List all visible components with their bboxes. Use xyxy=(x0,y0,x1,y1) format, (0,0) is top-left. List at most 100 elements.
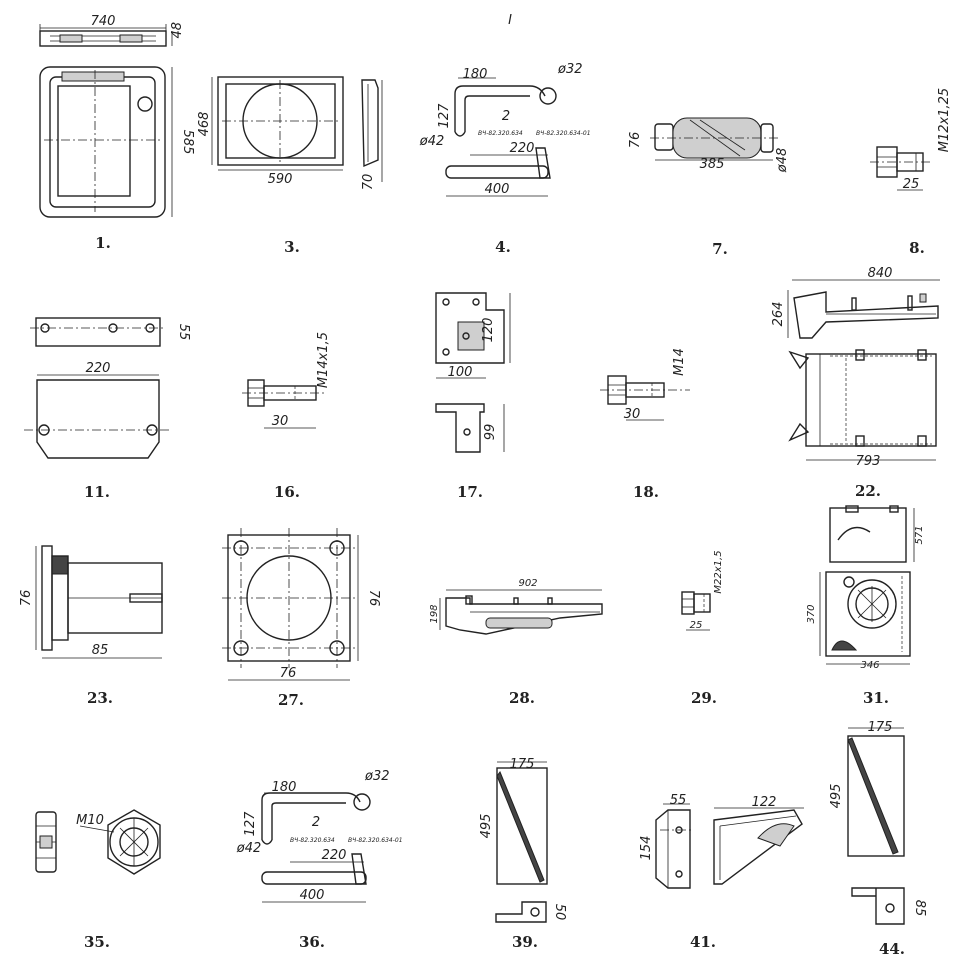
part-4-dim-offset: 2 xyxy=(502,109,510,124)
page-number: I xyxy=(508,13,512,28)
part-23-dim-length: 85 xyxy=(92,643,109,658)
part-7-dim-height: 76 xyxy=(628,132,643,149)
part-44-caption: 44. xyxy=(879,940,905,958)
part-28-caption: 28. xyxy=(509,689,535,707)
part-1-caption: 1. xyxy=(95,234,111,252)
part-7-caption: 7. xyxy=(712,240,728,258)
part-36-dim-total: 400 xyxy=(300,888,325,903)
part-44-dim-width: 175 xyxy=(868,720,893,735)
part-39-dim-clip: 50 xyxy=(552,904,567,921)
part-11-caption: 11. xyxy=(84,483,110,501)
part-31-dim-height: 571 xyxy=(914,525,925,544)
part-23-caption: 23. xyxy=(87,689,113,707)
part-4-ref-code-b: ВЧ-82.320.634-01 xyxy=(536,130,591,137)
part-31-drawing: 571 370 346 xyxy=(806,505,925,671)
part-4-dim-height: 127 xyxy=(437,103,452,129)
part-44-dim-clip: 85 xyxy=(912,900,927,917)
part-4-ref-code-a: ВЧ-82.320.634 xyxy=(478,130,523,137)
part-36-dim-diameter: ø42 xyxy=(236,841,262,856)
part-1-dim-thickness: 48 xyxy=(170,22,185,39)
part-36-dim-length: 180 xyxy=(272,780,297,795)
part-35-dim-thread: M10 xyxy=(76,813,104,828)
part-27-caption: 27. xyxy=(278,691,304,709)
part-39-dim-height: 495 xyxy=(479,814,494,839)
part-27-drawing: 76 76 xyxy=(222,528,381,681)
part-29-caption: 29. xyxy=(691,689,717,707)
part-8-dim-length: 25 xyxy=(903,177,920,192)
part-1-dim-height: 585 xyxy=(180,130,195,155)
part-18-drawing: M14 30 xyxy=(600,348,690,422)
part-4-drawing: 180 ø32 127 2 ø42 ВЧ-82.320.634 ВЧ-82.32… xyxy=(419,62,591,197)
part-29-dim-thread: M22x1,5 xyxy=(713,550,724,593)
part-17-dim-side-height: 99 xyxy=(483,424,498,441)
part-4-dim-total: 400 xyxy=(485,182,510,197)
part-28-dim-height: 198 xyxy=(429,604,440,623)
part-18-caption: 18. xyxy=(633,483,659,501)
part-3-dim-depth: 70 xyxy=(361,174,376,191)
part-39-dim-width: 175 xyxy=(510,757,535,772)
part-27-dim-height: 76 xyxy=(366,590,381,607)
part-18-dim-thread: M14 xyxy=(672,348,687,376)
part-36-dim-ring-diameter: ø32 xyxy=(364,769,390,784)
part-22-dim-width: 840 xyxy=(868,266,893,281)
part-7-drawing: 76 385 ø48 xyxy=(628,117,790,173)
part-3-drawing: 468 590 70 xyxy=(197,76,383,191)
part-22-dim-base: 793 xyxy=(856,454,881,469)
part-22-drawing: 840 264 793 xyxy=(771,266,940,469)
part-4-dim-ring-diameter: ø32 xyxy=(557,62,583,77)
part-31-caption: 31. xyxy=(863,689,889,707)
part-3-caption: 3. xyxy=(284,238,300,256)
part-28-dim-length: 902 xyxy=(518,578,537,589)
part-11-dim-height: 55 xyxy=(176,324,191,341)
part-7-dim-length: 385 xyxy=(700,157,725,172)
part-36-dim-height: 127 xyxy=(243,811,258,837)
part-16-dim-length: 30 xyxy=(272,414,289,429)
part-28-drawing: 902 198 xyxy=(429,578,603,635)
part-41-drawing: 55 154 122 xyxy=(639,793,804,889)
part-4-dim-diameter: ø42 xyxy=(419,134,445,149)
part-35-drawing: M10 xyxy=(35,809,161,875)
part-3-dim-width: 590 xyxy=(268,172,293,187)
part-17-caption: 17. xyxy=(457,483,483,501)
part-8-caption: 8. xyxy=(909,239,925,257)
part-3-dim-height: 468 xyxy=(197,112,212,137)
part-1-dim-width: 740 xyxy=(91,14,116,29)
part-36-ref-code-a: ВЧ-82.320.634 xyxy=(290,837,335,844)
part-8-drawing: M12x1,25 25 xyxy=(870,88,952,192)
part-29-drawing: M22x1,5 25 xyxy=(681,550,724,631)
part-31-dim-depth: 370 xyxy=(806,604,817,623)
part-22-caption: 22. xyxy=(855,482,881,500)
part-23-drawing: 76 85 xyxy=(19,545,163,659)
part-23-dim-height: 76 xyxy=(19,590,34,607)
part-41-dim-width: 55 xyxy=(670,793,687,808)
part-36-dim-offset: 2 xyxy=(312,815,320,830)
part-39-caption: 39. xyxy=(512,933,538,951)
part-36-dim-span: 220 xyxy=(322,848,347,863)
part-16-dim-thread: M14x1,5 xyxy=(316,332,331,388)
part-4-dim-span: 220 xyxy=(510,141,535,156)
part-29-dim-length: 25 xyxy=(690,620,703,631)
part-41-dim-length: 122 xyxy=(752,795,777,810)
part-44-dim-height: 495 xyxy=(829,784,844,809)
part-1-drawing: 740 48 585 xyxy=(39,14,195,218)
part-11-dim-width: 220 xyxy=(86,361,111,376)
part-41-dim-height: 154 xyxy=(639,836,654,861)
part-36-caption: 36. xyxy=(299,933,325,951)
part-36-ref-code-b: ВЧ-82.320.634-01 xyxy=(348,837,403,844)
part-17-drawing: 120 100 99 xyxy=(435,292,511,453)
part-31-dim-width: 346 xyxy=(860,660,879,671)
part-35-caption: 35. xyxy=(84,933,110,951)
part-11-drawing: 55 220 xyxy=(24,317,191,459)
part-18-dim-length: 30 xyxy=(624,407,641,422)
part-27-dim-width: 76 xyxy=(280,666,297,681)
part-44-drawing: 175 495 85 xyxy=(829,720,927,925)
part-17-dim-width: 100 xyxy=(448,365,473,380)
part-41-caption: 41. xyxy=(690,933,716,951)
part-16-drawing: M14x1,5 30 xyxy=(242,332,331,429)
part-16-caption: 16. xyxy=(274,483,300,501)
part-4-dim-length: 180 xyxy=(463,67,488,82)
part-36-drawing: 180 ø32 127 2 ø42 ВЧ-82.320.634 ВЧ-82.32… xyxy=(236,769,403,903)
part-22-dim-height: 264 xyxy=(771,302,786,327)
part-17-dim-height: 120 xyxy=(481,318,496,343)
